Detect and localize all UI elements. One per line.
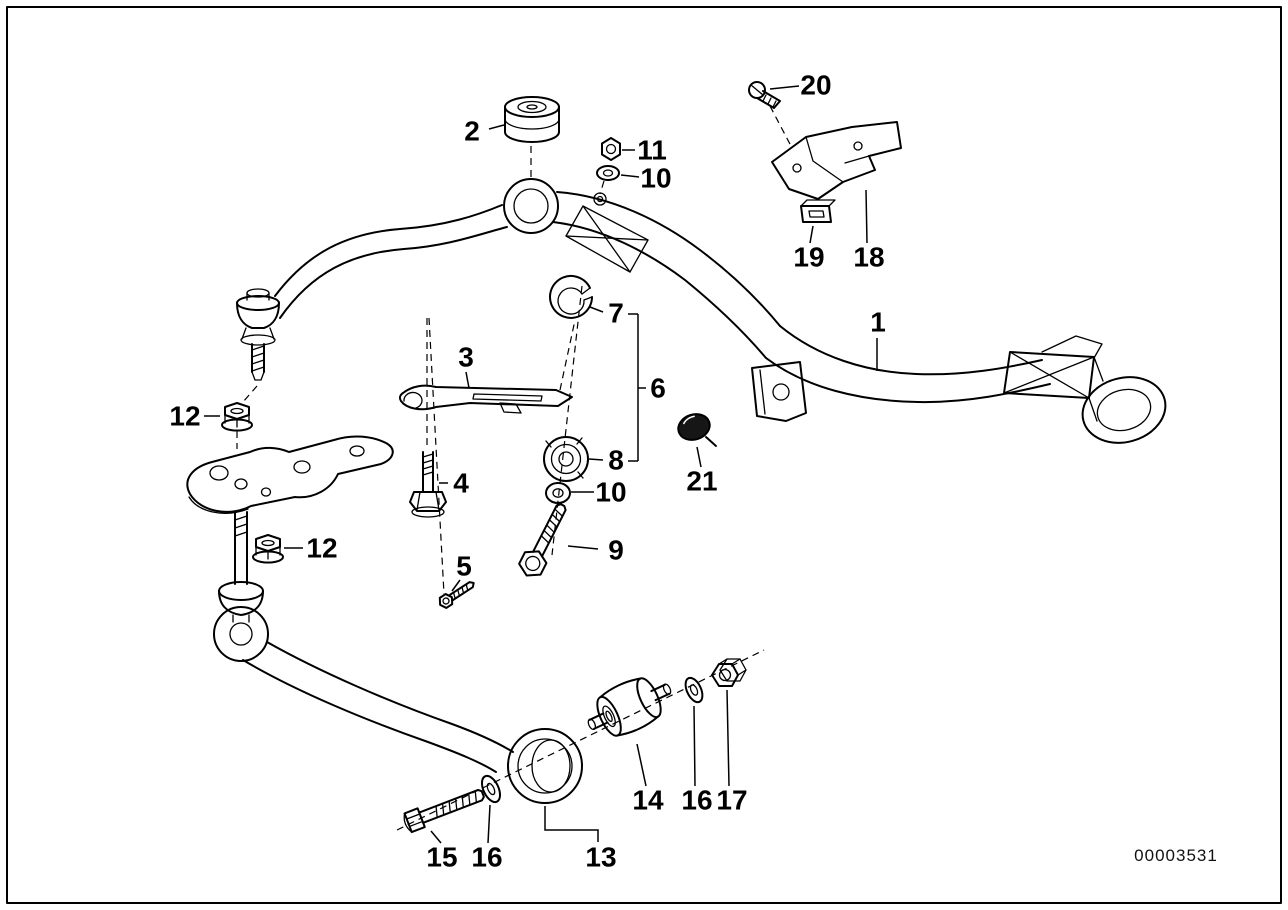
callout-label-16-right: 16 [681,785,712,816]
callout-label-10-upper: 10 [640,163,671,194]
lower-ball-joint [218,511,264,623]
leader-lines [204,85,878,844]
callout-label-4: 4 [453,468,469,499]
callout-label-1: 1 [870,307,886,338]
part-4-bolt [409,451,447,518]
steering-knuckle-plate [186,435,394,514]
callout-label-11: 11 [637,135,667,166]
callout-label-8: 8 [608,445,624,476]
callout-labels: 2 11 10 20 19 18 1 7 6 3 8 10 9 4 12 12 … [169,70,885,873]
part-11-nut [601,137,621,161]
upper-control-arm [274,178,1167,444]
callout-label-19: 19 [793,242,824,273]
part-12-nut-upper [221,402,253,432]
part-15-bolt [403,788,485,834]
part-10-washer-upper [596,165,620,181]
part-19-clip [800,199,836,223]
part-10-washer-lower [545,482,571,504]
callout-label-3: 3 [458,342,474,373]
callout-label-21: 21 [686,466,717,497]
callout-label-12-upper: 12 [169,401,200,432]
callout-label-16-left: 16 [471,842,502,873]
part-3-bracket [398,384,573,414]
callout-label-20: 20 [800,70,831,101]
callout-label-9: 9 [608,535,624,566]
part-8-bushing [543,436,589,482]
callout-label-15: 15 [426,842,457,873]
callout-label-14: 14 [632,785,664,816]
page-frame [6,6,1282,904]
callout-label-2: 2 [464,116,480,147]
callout-label-7: 7 [608,298,624,329]
callout-label-10-lower: 10 [595,477,626,508]
callout-label-6: 6 [650,373,666,404]
part-16-washer-left [480,774,502,804]
part-5-screw [438,581,475,609]
part-2-bushing [504,96,560,143]
callout-label-13: 13 [585,842,616,873]
part-18-bracket [771,121,902,200]
lower-control-arm [213,606,583,804]
part-20-screw [748,81,781,109]
drawing-number: 00003531 [1134,846,1218,865]
part-21-cap [677,413,717,447]
callout-label-12-lower: 12 [306,533,337,564]
callout-label-17: 17 [716,785,747,816]
callout-label-18: 18 [853,242,884,273]
assembly-axis-lines [236,105,792,831]
part-17-nut [711,658,747,687]
part-12-nut-lower [252,534,284,564]
part-7-split-ring [549,274,593,319]
callout-label-5: 5 [456,551,472,582]
part-14-bushing [587,677,672,737]
part-9-bolt [518,503,567,577]
upper-ball-joint [236,288,280,381]
